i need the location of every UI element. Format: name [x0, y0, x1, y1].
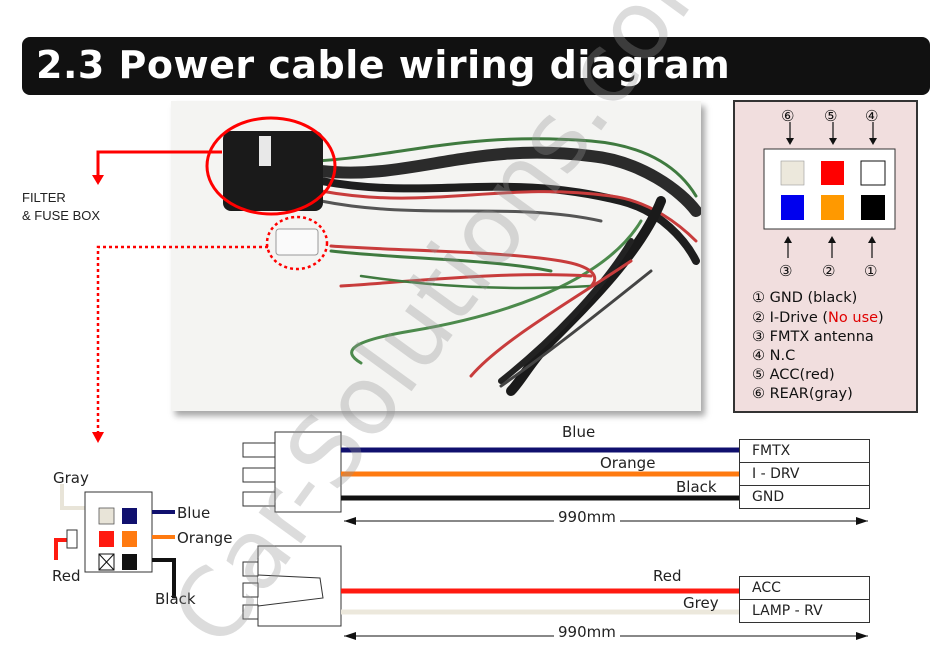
pin-arrows-top — [786, 122, 877, 145]
small-connector-diagram — [54, 484, 176, 598]
pin-6-swatch — [780, 160, 805, 186]
pin-3-swatch — [781, 195, 804, 220]
pin-number-4-top: ④ — [865, 107, 879, 125]
terminal-lamp-rv: LAMP - RV — [752, 603, 823, 619]
small-red-label: Red — [52, 567, 81, 585]
pin-2-swatch — [821, 195, 844, 220]
section-title-bar: 2.3 Power cable wiring diagram — [22, 37, 930, 95]
pin-number-5-top: ⑤ — [824, 107, 838, 125]
length-bottom: 990mm — [554, 623, 620, 641]
pin-legend-3: ③ FMTX antenna — [752, 329, 874, 345]
pin-number-3-bottom: ③ — [779, 262, 793, 280]
no-use-note: No use — [828, 310, 879, 326]
pin-number-2-bottom: ② — [822, 262, 836, 280]
wire-orange-label: Orange — [600, 454, 656, 472]
small-pin-blue — [122, 508, 137, 524]
pin-4-swatch — [860, 160, 886, 186]
small-blue-label: Blue — [177, 504, 211, 522]
small-pin-red — [99, 531, 114, 547]
pin-5-swatch — [821, 161, 844, 185]
pin-legend-4: ④ N.C — [752, 348, 796, 364]
length-top: 990mm — [554, 508, 620, 526]
pin-legend-5: ⑤ ACC(red) — [752, 367, 835, 383]
harness-diagrams — [242, 431, 868, 640]
terminal-table-bottom: ACC LAMP - RV — [739, 576, 870, 623]
terminal-acc: ACC — [740, 577, 869, 600]
harness-bottom-connector — [242, 545, 342, 627]
pin-1-swatch — [861, 195, 885, 220]
wire-grey-label: Grey — [683, 594, 719, 612]
pin-legend-2: ② I-Drive (No use) — [752, 310, 884, 326]
small-pin-gray — [98, 507, 115, 525]
wire-black-label: Black — [676, 478, 717, 496]
small-orange-label: Orange — [177, 529, 233, 547]
small-gray-label: Gray — [53, 469, 89, 487]
pin-legend-6: ⑥ REAR(gray) — [752, 386, 853, 402]
wire-blue-label: Blue — [562, 423, 596, 441]
small-black-label: Black — [155, 590, 196, 608]
terminal-i-drv: I - DRV — [740, 463, 869, 486]
pin-number-1-bottom: ① — [864, 262, 878, 280]
page-title: 2.3 Power cable wiring diagram — [36, 43, 731, 87]
wire-red-label: Red — [653, 567, 682, 585]
pin-arrows-bottom — [784, 236, 876, 258]
terminal-gnd: GND — [752, 489, 785, 505]
terminal-table-top: FMTX I - DRV GND — [739, 439, 870, 509]
pin-number-6-top: ⑥ — [781, 107, 795, 125]
harness-top-connector — [242, 431, 342, 513]
filter-label: FILTER — [22, 190, 66, 205]
small-pin-black — [122, 554, 137, 570]
small-pin-orange — [122, 531, 137, 547]
pin-legend-1: ① GND (black) — [752, 290, 858, 306]
terminal-fmtx: FMTX — [740, 440, 869, 463]
pin-header-diagram — [763, 122, 896, 258]
fuse-box-label: & FUSE BOX — [22, 208, 101, 223]
